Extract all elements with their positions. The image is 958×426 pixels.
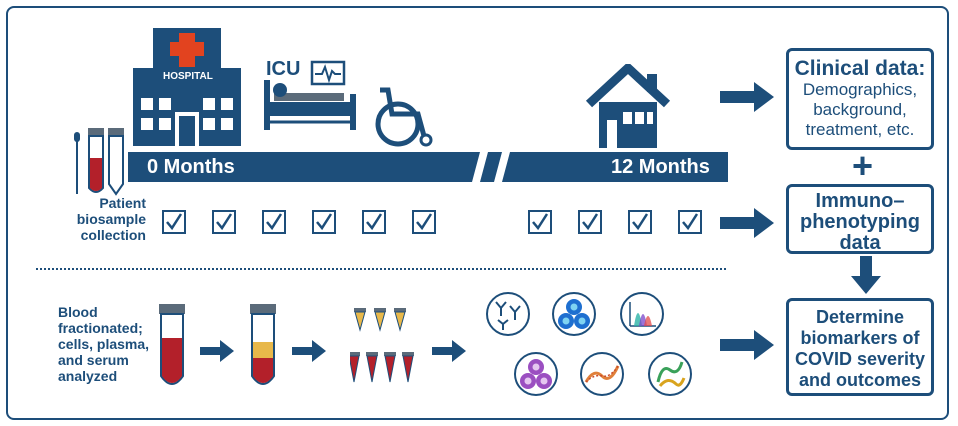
blood-label-line: analyzed — [58, 368, 118, 384]
checkmark-icon — [262, 210, 286, 234]
sample-tubes-icon — [68, 128, 130, 198]
determine-biomarkers-box: Determine biomarkers of COVID severity a… — [786, 298, 934, 396]
plasma-cells-icon — [514, 352, 558, 396]
plus-symbol: + — [852, 145, 874, 186]
timeline-end-label: 12 Months — [611, 156, 710, 178]
clinical-data-title: Clinical data: — [794, 57, 926, 80]
protein-structure-icon — [648, 352, 692, 396]
hospital-icon: HOSPITAL — [133, 28, 241, 146]
checkmark-icon — [528, 210, 552, 234]
figure-frame — [6, 6, 949, 420]
immuno-line: data — [839, 232, 881, 254]
collection-label-line: biosample — [76, 211, 146, 227]
checkmark-icon — [628, 210, 652, 234]
hospital-sign: HOSPITAL — [163, 71, 213, 82]
arrow-to-determine-icon — [720, 330, 774, 360]
immuno-line: Immuno– — [815, 190, 905, 212]
dotted-divider — [36, 268, 726, 270]
collection-label-line: Patient — [99, 195, 146, 211]
clinical-data-line: treatment, etc. — [805, 120, 915, 139]
blood-label-line: and serum — [58, 352, 129, 368]
immunophenotyping-box: Immuno– phenotyping data — [786, 184, 934, 254]
arrow-right-icon — [292, 340, 326, 362]
rna-strand-icon — [580, 352, 624, 396]
determine-line: Determine — [815, 307, 905, 327]
blood-label-line: cells, plasma, — [58, 336, 150, 352]
checkmark-icon — [362, 210, 386, 234]
aliquot-tubes-icon — [350, 308, 420, 388]
collection-label: Patient biosample collection — [60, 195, 146, 243]
timeline-bar — [128, 152, 728, 182]
antibody-icon — [486, 292, 530, 336]
blood-label-line: fractionated; — [58, 320, 143, 336]
blood-label-line: Blood — [58, 304, 98, 320]
timeline-start-label: 0 Months — [147, 156, 235, 178]
wheelchair-icon — [372, 86, 434, 148]
checkmark-icon — [312, 210, 336, 234]
arrow-to-immuno-icon — [720, 208, 774, 238]
house-icon — [585, 64, 671, 148]
immuno-line: phenotyping — [800, 211, 920, 233]
determine-line: biomarkers of — [800, 328, 920, 348]
cells-icon — [552, 292, 596, 336]
arrow-right-icon — [432, 340, 466, 362]
checkmark-icon — [412, 210, 436, 234]
blood-label: Blood fractionated; cells, plasma, and s… — [58, 304, 149, 384]
clinical-data-line: background, — [813, 100, 907, 119]
arrow-right-icon — [200, 340, 234, 362]
icu-bed-icon: ICU — [262, 58, 362, 140]
determine-line: COVID severity — [794, 349, 926, 369]
whole-blood-tube-icon — [157, 304, 187, 390]
checkmark-icon — [162, 210, 186, 234]
clinical-data-line: Demographics, — [802, 80, 918, 99]
clinical-data-box: Clinical data: Demographics, background,… — [786, 48, 934, 150]
collection-label-line: collection — [80, 227, 146, 243]
arrow-down-icon — [851, 256, 881, 294]
checkmark-icon — [212, 210, 236, 234]
icu-label: ICU — [266, 58, 301, 80]
arrow-to-clinical-icon — [720, 82, 774, 112]
flow-cytometry-histogram-icon — [620, 292, 664, 336]
checkmark-icon — [578, 210, 602, 234]
fractionated-tube-icon — [248, 304, 278, 390]
checkmark-icon — [678, 210, 702, 234]
determine-line: and outcomes — [798, 370, 922, 390]
